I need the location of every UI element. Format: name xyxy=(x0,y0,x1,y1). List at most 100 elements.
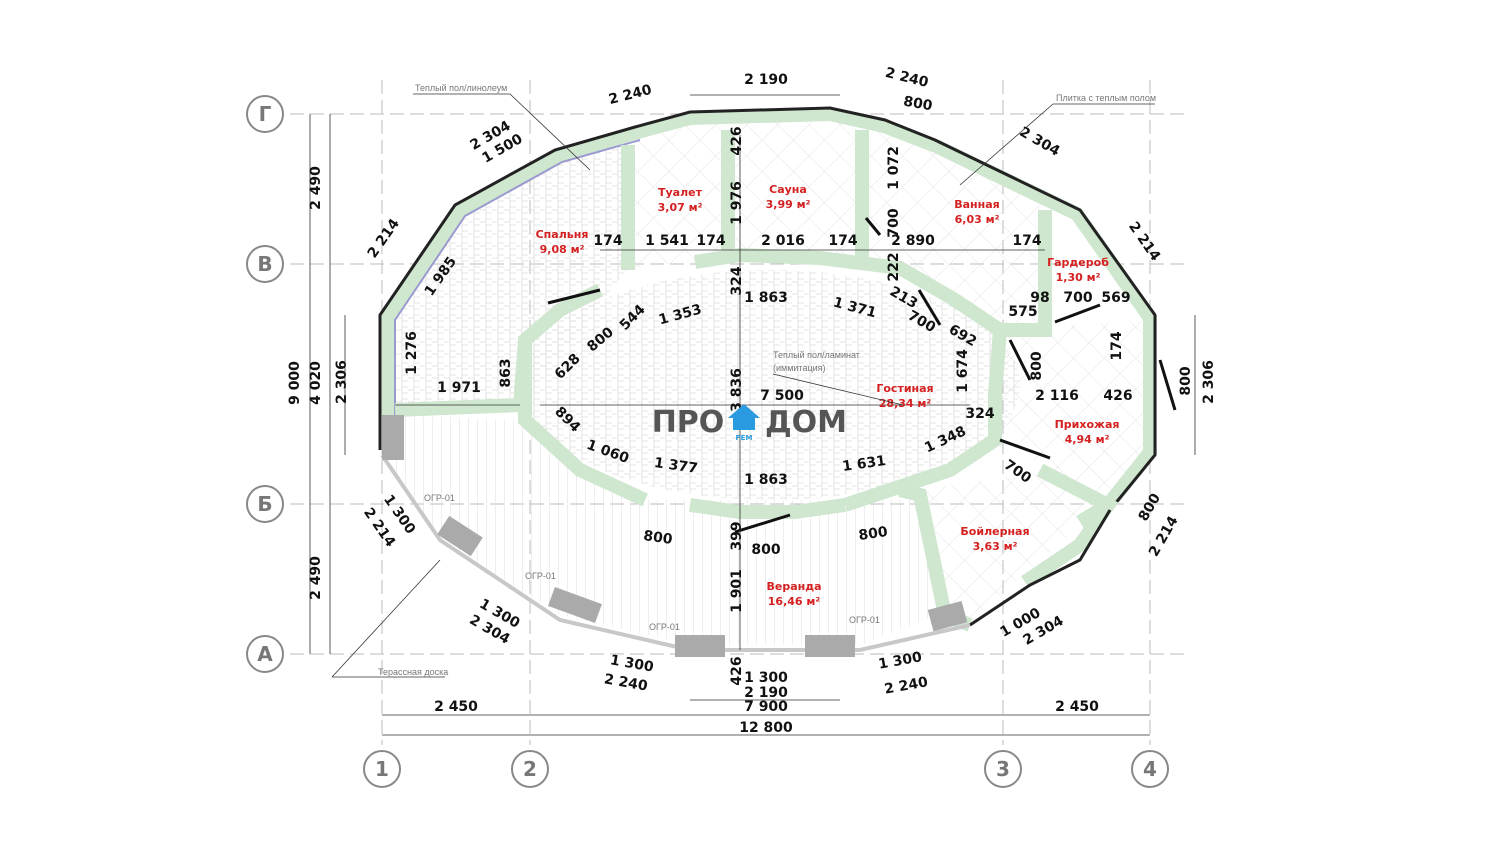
dimension-label: 800 xyxy=(1136,491,1165,525)
room-name: Прихожая xyxy=(1055,418,1120,431)
dimension-label: 800 xyxy=(858,524,889,544)
dimension-label: 174 xyxy=(1109,331,1125,360)
room-name: Веранда xyxy=(766,580,821,593)
dimension-label: 1 300 xyxy=(609,652,655,675)
dimension-label: 1 976 xyxy=(729,181,745,225)
dimension-label: 9 000 xyxy=(287,361,303,405)
axis-row-label: В xyxy=(257,252,272,276)
dimension-label: 800 xyxy=(902,94,934,115)
dimension-label: 174 xyxy=(828,233,857,249)
dimension-label: 800 xyxy=(751,542,780,558)
room-name: Гостиная xyxy=(876,382,933,395)
logo-text-right: ДОМ xyxy=(765,405,847,440)
logo-text-left: ПРО xyxy=(652,405,725,440)
note-ogr: ОГР-01 xyxy=(424,493,455,503)
dimension-label: 1 901 xyxy=(729,569,745,613)
dimension-label: 2 214 xyxy=(1125,219,1163,264)
dimension-label: 174 xyxy=(593,233,622,249)
note-ogr: ОГР-01 xyxy=(849,615,880,625)
dimension-label: 1 276 xyxy=(404,331,420,375)
dimension-label: 2 190 xyxy=(744,72,788,88)
dimension-label: 700 xyxy=(1063,290,1092,306)
floor-fills xyxy=(385,115,1150,645)
room-area: 9,08 м² xyxy=(540,243,585,256)
dimension-label: 2 240 xyxy=(603,671,649,694)
dimension-label: 1 541 xyxy=(645,233,689,249)
room-name: Ванная xyxy=(954,198,1000,211)
dimension-label: 1 300 xyxy=(877,649,923,672)
dimension-label: 1 072 xyxy=(886,146,902,190)
room-area: 1,30 м² xyxy=(1056,271,1101,284)
axis-col-label: 2 xyxy=(523,757,537,781)
dimension-label: 1 377 xyxy=(653,455,699,477)
dimension-label: 800 xyxy=(1029,351,1045,380)
axis-row-label: А xyxy=(257,642,273,666)
note-linoleum: Теплый пол/линолеум xyxy=(415,83,507,93)
axis-col-label: 1 xyxy=(375,757,389,781)
dimension-label: 222 xyxy=(886,252,902,281)
dimension-label: 800 xyxy=(1178,366,1194,395)
dimension-label: 2 190 xyxy=(744,685,788,701)
dimension-label: 2 240 xyxy=(883,674,929,697)
room-area: 28,34 м² xyxy=(879,397,932,410)
dimension-label: 426 xyxy=(729,656,745,685)
dimension-label: 863 xyxy=(498,358,514,387)
dimension-label: 174 xyxy=(1012,233,1041,249)
dimension-label: 575 xyxy=(1008,304,1037,320)
dimension-label: 700 xyxy=(886,208,902,237)
room-area: 6,03 м² xyxy=(955,213,1000,226)
room-name: Бойлерная xyxy=(960,525,1029,538)
dimension-label: 12 800 xyxy=(739,720,793,736)
dimension-label: 174 xyxy=(696,233,725,249)
dimension-label: 2 450 xyxy=(1055,699,1099,715)
dimension-label: 7 900 xyxy=(744,699,788,715)
dimension-label: 2 116 xyxy=(1035,388,1079,404)
dimension-label: 800 xyxy=(642,528,673,548)
dimension-label: 2 490 xyxy=(308,166,324,210)
room-area: 3,63 м² xyxy=(973,540,1018,553)
room-name: Спальня xyxy=(536,228,589,241)
room-name: Гардероб xyxy=(1047,256,1109,269)
axis-row-label: Б xyxy=(257,492,272,516)
dimension-label: 1 863 xyxy=(744,472,788,488)
room-area: 4,94 м² xyxy=(1065,433,1110,446)
dimension-label: 324 xyxy=(965,406,994,422)
dimension-label: 1 674 xyxy=(955,349,971,393)
dimension-label: 426 xyxy=(1103,388,1132,404)
note-tile: Плитка с теплым полом xyxy=(1056,93,1156,103)
dimension-label: 2 240 xyxy=(884,65,931,91)
dimension-label: 569 xyxy=(1101,290,1130,306)
dimension-label: 2 490 xyxy=(308,556,324,600)
logo-sub: РЕМ xyxy=(736,434,753,442)
dimension-label: 1 300 xyxy=(744,670,788,686)
axis-markers: Г В Б А 1 2 3 4 xyxy=(246,95,1169,788)
dimension-label: 2 240 xyxy=(607,82,654,108)
walls xyxy=(378,106,1177,657)
dimension-label: 2 016 xyxy=(761,233,805,249)
dimension-label: 98 xyxy=(1030,290,1049,306)
annotations: Теплый пол/линолеум Плитка с теплым поло… xyxy=(331,83,1156,678)
room-area: 3,07 м² xyxy=(658,201,703,214)
note-deck: Терассная доска xyxy=(378,667,448,677)
dimension-label: 2 306 xyxy=(1201,360,1217,404)
dimension-label: 2 890 xyxy=(891,233,935,249)
axis-row-label: Г xyxy=(259,102,272,126)
room-name: Сауна xyxy=(769,183,807,196)
room-name: Туалет xyxy=(658,186,703,199)
dimension-label: 324 xyxy=(729,266,745,295)
axis-col-label: 3 xyxy=(996,757,1010,781)
dimension-label: 426 xyxy=(729,126,745,155)
logo: ПРО РЕМ ДОМ xyxy=(652,404,847,442)
dimension-label: 2 306 xyxy=(334,360,350,404)
dimension-label: 1 863 xyxy=(744,290,788,306)
dimension-label: 1 971 xyxy=(437,380,481,396)
dimension-label: 1 631 xyxy=(841,453,887,475)
dimension-label: 4 020 xyxy=(308,361,324,405)
note-ogr: ОГР-01 xyxy=(649,622,680,632)
dimension-lines xyxy=(309,94,1196,736)
room-area: 16,46 м² xyxy=(768,595,821,608)
dimension-label: 7 500 xyxy=(760,388,804,404)
house-icon xyxy=(728,404,760,430)
